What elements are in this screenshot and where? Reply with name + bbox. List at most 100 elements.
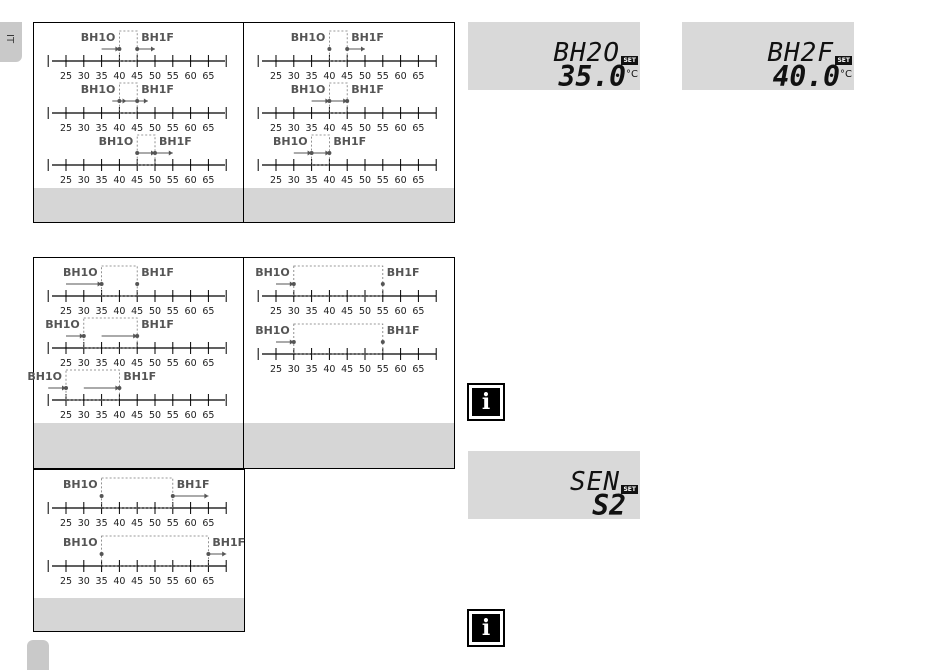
page-tab	[27, 640, 49, 670]
scale-tick-label: 35	[96, 358, 108, 369]
scale-tick-label: 65	[412, 123, 424, 134]
scale-tick-label: 45	[131, 175, 143, 186]
off-marker	[380, 282, 385, 286]
scale-tick-label: 60	[395, 364, 407, 375]
scale-tick-label: 40	[323, 364, 335, 375]
scale-tick-label: 65	[202, 358, 214, 369]
off-marker	[345, 99, 350, 103]
scale-tick-label: 55	[167, 410, 179, 421]
scale-tick-label: 40	[323, 306, 335, 317]
scale-tick-label: 45	[341, 123, 353, 134]
scale-tick-label: 30	[78, 358, 90, 369]
scale-tick-label: 45	[131, 576, 143, 587]
caption-bar	[34, 598, 244, 631]
scale-tick-label: 25	[60, 306, 72, 317]
hysteresis-box	[101, 265, 138, 297]
scale-tick-label: 50	[149, 358, 161, 369]
scale-tick-label: 60	[395, 306, 407, 317]
scale-tick-label: 30	[78, 175, 90, 186]
scale-tick-label: 60	[185, 576, 197, 587]
scale-tick-label: 55	[377, 71, 389, 82]
scale-tick-label: 50	[149, 71, 161, 82]
scale-tick-label: 35	[306, 306, 318, 317]
arrowhead	[122, 98, 127, 104]
scale-tick-label: 40	[113, 123, 125, 134]
scale-tick-label: 55	[167, 123, 179, 134]
on-marker	[327, 47, 332, 51]
arrowhead	[143, 98, 148, 104]
arrowhead	[325, 150, 330, 156]
scale-tick-label: 35	[96, 576, 108, 587]
scale-tick-label: 40	[113, 518, 125, 529]
arrowhead	[222, 551, 227, 557]
scale-tick-label: 30	[78, 576, 90, 587]
arrowhead	[115, 385, 120, 391]
scale-tick-label: 65	[412, 364, 424, 375]
scale-tick-label: 60	[185, 306, 197, 317]
scale-tick-label: 30	[78, 306, 90, 317]
label-off: BH1F	[387, 324, 420, 337]
scale-tick-label: 30	[78, 71, 90, 82]
label-off: BH1F	[333, 135, 366, 148]
scale-tick-label: 45	[131, 71, 143, 82]
caption-bar	[34, 188, 243, 222]
arrowhead	[133, 333, 138, 339]
label-on: BH1O	[291, 31, 326, 44]
set-badge: SET	[621, 56, 638, 65]
scale-tick-label: 40	[113, 576, 125, 587]
scale-tick-label: 25	[60, 410, 72, 421]
arrowhead	[115, 46, 120, 52]
scale-tick-label: 30	[288, 71, 300, 82]
hysteresis-box	[65, 369, 120, 401]
lcd-display-sen: SEN SET S2	[468, 451, 640, 522]
hysteresis-box	[136, 134, 156, 166]
scale-tick-label: 45	[341, 71, 353, 82]
scale-tick-label: 55	[377, 175, 389, 186]
scale-tick-label: 40	[323, 175, 335, 186]
scale-tick-label: 35	[306, 364, 318, 375]
scale-tick-label: 25	[270, 364, 282, 375]
label-on: BH1O	[63, 536, 98, 549]
lcd-value: 40.0	[772, 60, 840, 93]
label-off: BH1F	[212, 536, 245, 549]
hysteresis-box	[293, 265, 384, 297]
scale-tick-label: 30	[78, 123, 90, 134]
arrowhead	[325, 98, 330, 104]
scale-tick-label: 50	[149, 306, 161, 317]
scale-tick-label: 40	[113, 410, 125, 421]
scale-tick-label: 40	[113, 71, 125, 82]
lcd-value: S2	[592, 489, 626, 522]
scale-tick-label: 25	[60, 175, 72, 186]
scale-tick-label: 30	[288, 306, 300, 317]
scale-tick-label: 35	[306, 71, 318, 82]
scale-tick-label: 65	[202, 410, 214, 421]
lcd-display-bh2f: BH2F SET 40.0 °C	[682, 22, 854, 93]
scale-tick-label: 50	[359, 306, 371, 317]
arrowhead	[62, 385, 66, 391]
arrowhead	[79, 333, 84, 339]
scale-tick-label: 45	[341, 306, 353, 317]
scale-tick-label: 40	[323, 123, 335, 134]
off-marker	[135, 282, 140, 286]
scale-tick-label: 60	[395, 175, 407, 186]
off-marker	[380, 340, 385, 344]
label-off: BH1F	[159, 135, 192, 148]
scale-tick-label: 25	[60, 576, 72, 587]
scale-tick-label: 35	[306, 123, 318, 134]
scale-tick-label: 55	[167, 518, 179, 529]
scale-tick-label: 55	[167, 576, 179, 587]
scale-tick-label: 60	[185, 123, 197, 134]
scale-tick-label: 65	[412, 306, 424, 317]
scale-tick-label: 35	[96, 123, 108, 134]
label-off: BH1F	[351, 83, 384, 96]
scale-tick-label: 25	[270, 71, 282, 82]
label-on: BH1O	[291, 83, 326, 96]
scale-tick-label: 65	[202, 576, 214, 587]
label-off: BH1F	[141, 83, 174, 96]
scale-tick-label: 35	[96, 410, 108, 421]
arrowhead	[97, 281, 102, 287]
scale-tick-label: 25	[270, 175, 282, 186]
caption-bar	[244, 188, 454, 222]
